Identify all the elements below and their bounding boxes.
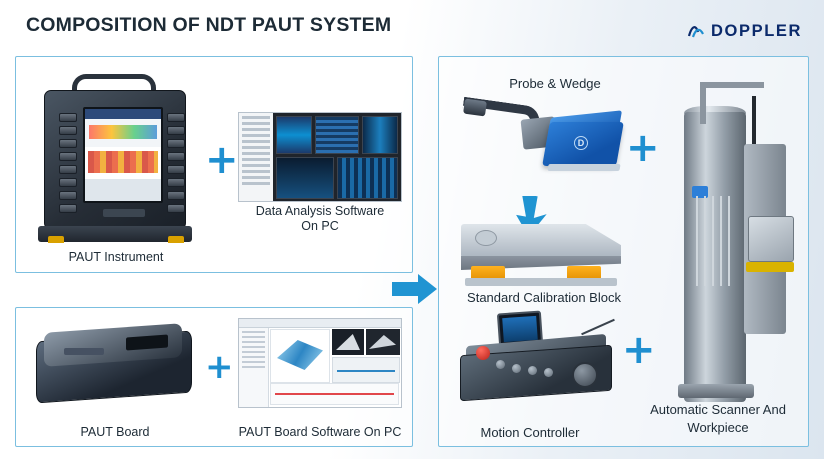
paut-board-software-screenshot (238, 318, 402, 408)
controller-knob (512, 364, 521, 373)
calibration-block-base (465, 278, 617, 286)
instrument-left-keys (59, 113, 79, 217)
controller-antenna (581, 318, 615, 336)
brand-logo: DOPPLER (687, 22, 802, 41)
scanner-encoder-box (748, 216, 794, 262)
software-sidebar (239, 113, 273, 201)
calibration-block-hole (475, 230, 497, 246)
plus-operator-left-top: + (205, 137, 239, 183)
slide-header: COMPOSITION OF NDT PAUT SYSTEM DOPPLER (0, 0, 824, 56)
instrument-body (44, 90, 186, 230)
right-arrow-icon (392, 272, 438, 306)
board-software-view-1 (332, 329, 364, 355)
scanner-arm-horizontal (700, 82, 764, 88)
wedge-brand-icon: D (574, 136, 588, 150)
scanner-yellow-band (746, 262, 794, 272)
probe-connector (463, 98, 487, 117)
controller-knob (544, 368, 553, 377)
controller-joystick (476, 346, 490, 360)
plus-operator-right-top: + (626, 125, 660, 171)
instrument-handle (72, 74, 156, 96)
board-brand-badge (64, 348, 104, 355)
controller-knob (528, 366, 537, 375)
scanner-blue-fitting (692, 186, 708, 198)
scanner-arm-vertical (700, 84, 706, 124)
caption-paut-board: PAUT Board (80, 425, 150, 439)
motion-controller-photo (452, 306, 630, 414)
data-analysis-software-screenshot (238, 112, 402, 202)
controller-cable-reel (572, 362, 598, 388)
instrument-foot (168, 236, 184, 243)
plus-operator-right-bottom: + (622, 327, 656, 373)
board-software-view-3 (332, 357, 400, 383)
caption-probe-and-wedge: Probe & Wedge (509, 76, 601, 91)
caption-calibration-block: Standard Calibration Block (467, 290, 621, 305)
caption-motion-controller: Motion Controller (480, 425, 580, 440)
caption-data-analysis-line2: On PC (301, 219, 339, 233)
page-title: COMPOSITION OF NDT PAUT SYSTEM (26, 14, 392, 36)
wedge-contact-face (547, 164, 621, 171)
brand-name: DOPPLER (711, 22, 802, 40)
calibration-block-photo (455, 216, 635, 292)
board-software-plot (270, 329, 330, 383)
caption-paut-instrument: PAUT Instrument (68, 250, 164, 264)
workpiece-pipe (684, 112, 746, 402)
board-software-sidebar (239, 328, 269, 407)
caption-scanner-line2: Workpiece (687, 420, 749, 435)
board-software-waveform (270, 383, 399, 405)
instrument-foot (48, 236, 64, 243)
instrument-right-keys (167, 113, 187, 217)
paut-board-photo (30, 318, 200, 410)
scanner-base (678, 384, 754, 398)
controller-knob (496, 360, 505, 369)
instrument-brand-badge (103, 209, 145, 217)
plus-operator-left-bottom: + (205, 347, 234, 387)
doppler-wave-logo-icon (687, 22, 706, 41)
board-software-view-2 (366, 329, 400, 355)
software-view-area (273, 113, 401, 201)
instrument-base (38, 226, 192, 242)
scanner-tubes (692, 196, 736, 286)
instrument-screen (83, 107, 163, 203)
paut-instrument-photo (30, 68, 202, 243)
caption-scanner-line1: Automatic Scanner And (650, 402, 786, 417)
caption-data-analysis-line1: Data Analysis Software (255, 204, 385, 218)
probe-and-wedge-photo: D (462, 96, 630, 186)
caption-paut-board-software: PAUT Board Software On PC (238, 425, 402, 439)
automatic-scanner-photo (648, 66, 803, 402)
